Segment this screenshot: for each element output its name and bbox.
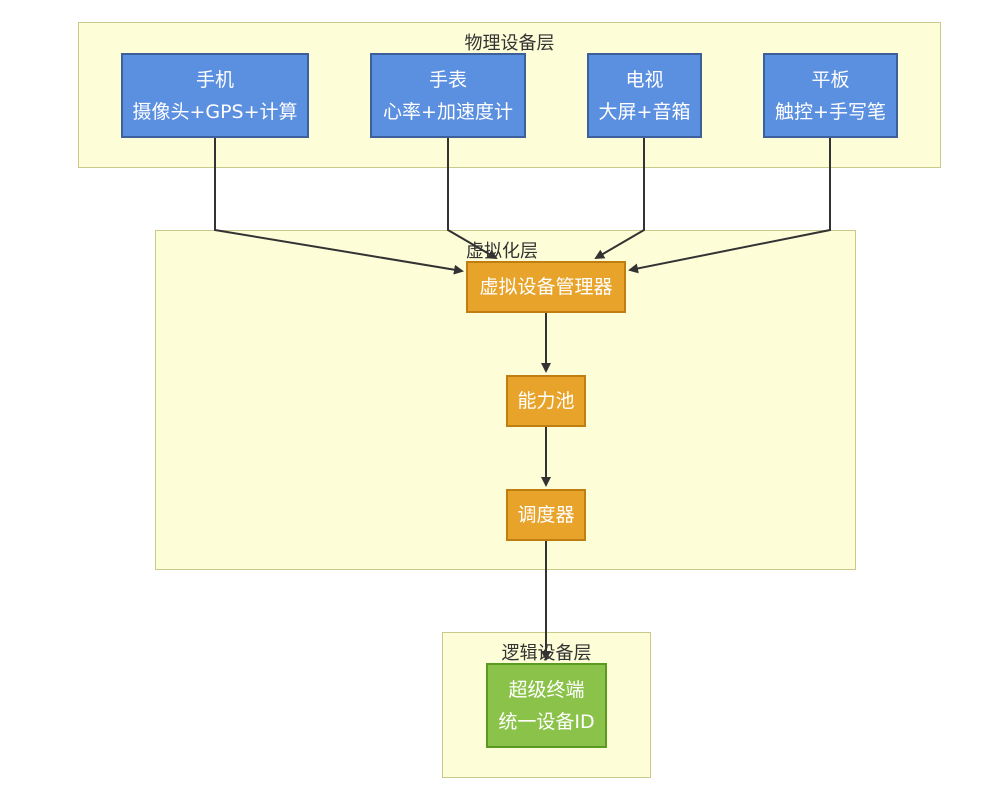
device-phone-caps: 摄像头+GPS+计算 (132, 100, 298, 123)
device-node-tablet[interactable]: 平板 触控+手写笔 (763, 53, 898, 138)
device-node-tv[interactable]: 电视 大屏+音箱 (587, 53, 702, 138)
device-tablet-name: 平板 (811, 68, 850, 91)
scheduler-node[interactable]: 调度器 (506, 489, 586, 541)
device-tv-name: 电视 (625, 68, 664, 91)
device-watch-caps: 心率+加速度计 (383, 100, 513, 123)
virtual-device-manager-node[interactable]: 虚拟设备管理器 (466, 261, 626, 313)
virtual-device-manager-label: 虚拟设备管理器 (479, 276, 613, 298)
capability-pool-label: 能力池 (517, 390, 575, 412)
super-terminal-node[interactable]: 超级终端 统一设备ID (486, 663, 607, 748)
device-tv-caps: 大屏+音箱 (598, 100, 691, 123)
scheduler-label: 调度器 (517, 504, 575, 526)
device-watch-name: 手表 (428, 68, 467, 91)
device-phone-name: 手机 (195, 68, 234, 91)
device-node-phone[interactable]: 手机 摄像头+GPS+计算 (121, 53, 309, 138)
unified-device-id-label: 统一设备ID (498, 710, 595, 733)
super-terminal-label: 超级终端 (508, 678, 585, 701)
device-node-watch[interactable]: 手表 心率+加速度计 (370, 53, 526, 138)
virtual-layer-title: 虚拟化层 (466, 241, 538, 262)
logical-layer-title: 逻辑设备层 (501, 643, 592, 664)
physical-layer-title: 物理设备层 (464, 33, 555, 54)
device-tablet-caps: 触控+手写笔 (775, 100, 886, 123)
capability-pool-node[interactable]: 能力池 (506, 375, 586, 427)
